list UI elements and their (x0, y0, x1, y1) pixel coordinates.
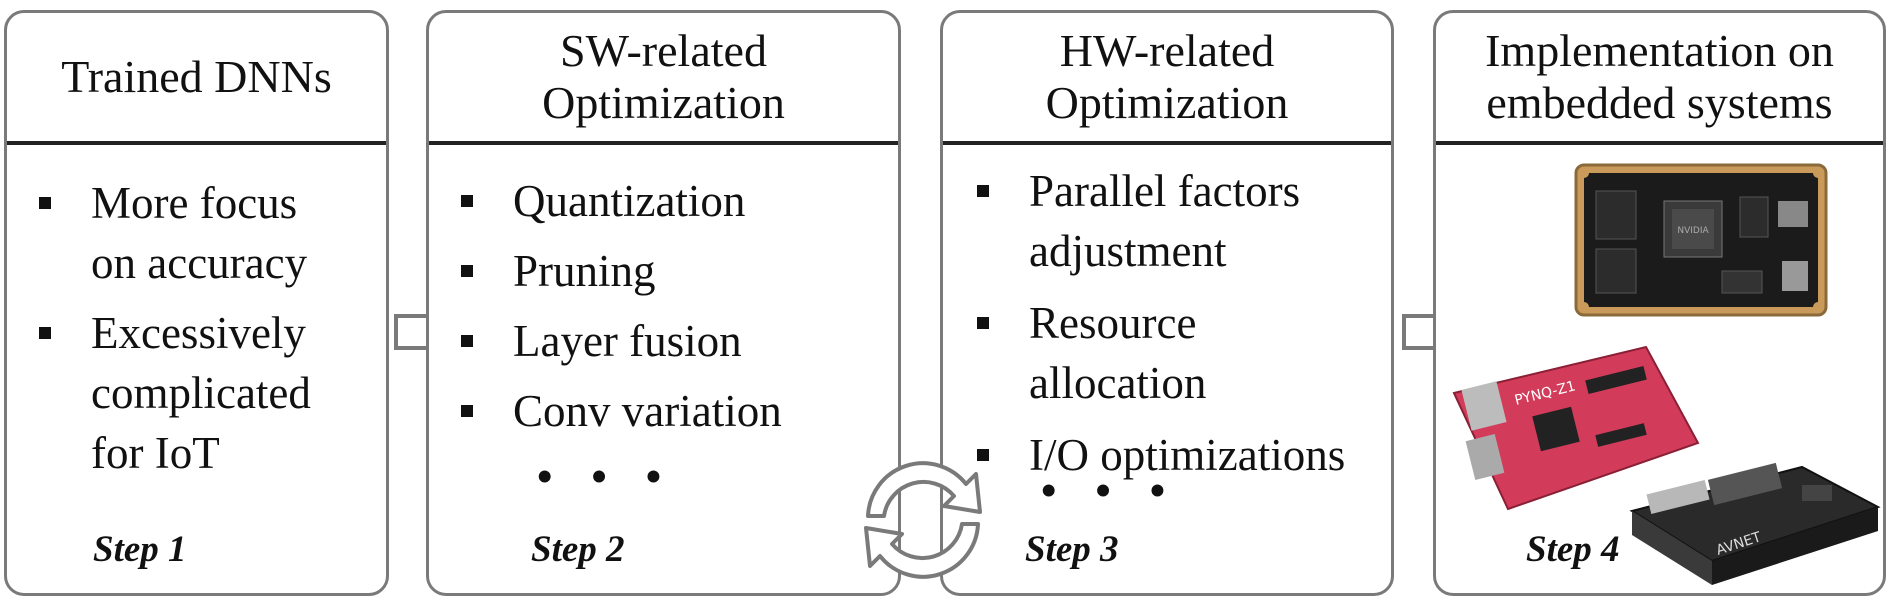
step3-title: HW-related Optimization (1045, 25, 1289, 128)
step2-item: Pruning (457, 241, 890, 301)
step3-list: Parallel factors adjustment Resource all… (973, 161, 1383, 497)
step3-item: I/O optimizations (973, 425, 1383, 485)
step3-item: Resource allocation (973, 293, 1383, 413)
step1-item: Excessively complicated for IoT (35, 303, 378, 483)
step4-label: Step 4 (1526, 529, 1620, 570)
step3-ellipsis: • • • (1041, 466, 1180, 515)
step2-title: SW-related Optimization (542, 25, 785, 128)
jetson-board-image: NVIDIA (1574, 163, 1828, 317)
svg-text:NVIDIA: NVIDIA (1677, 226, 1709, 236)
step3-label: Step 3 (1025, 529, 1119, 570)
step4-title: Implementation on embedded systems (1485, 25, 1834, 128)
step2-item: Conv variation (457, 381, 890, 441)
step4-header: Implementation on embedded systems (1436, 13, 1883, 145)
step4-panel: Implementation on embedded systems NVIDI… (1433, 10, 1886, 596)
step2-list: Quantization Pruning Layer fusion Conv v… (457, 171, 890, 451)
step1-list: More focus on accuracy Excessively compl… (35, 173, 378, 493)
step1-label: Step 1 (93, 529, 187, 570)
step1-header: Trained DNNs (7, 13, 386, 145)
step2-item: Quantization (457, 171, 890, 231)
cycle-arrows-icon (864, 461, 982, 579)
step1-item: More focus on accuracy (35, 173, 378, 293)
step1-title: Trained DNNs (61, 51, 332, 103)
step3-panel: HW-related Optimization Parallel factors… (940, 10, 1394, 596)
step2-ellipsis: • • • (537, 452, 676, 501)
step2-header: SW-related Optimization (429, 13, 898, 145)
step3-item: Parallel factors adjustment (973, 161, 1383, 281)
step2-item: Layer fusion (457, 311, 890, 371)
step3-header: HW-related Optimization (943, 13, 1391, 145)
step1-panel: Trained DNNs More focus on accuracy Exce… (4, 10, 389, 596)
avnet-board-image: AVNET (1629, 462, 1881, 585)
step2-panel: SW-related Optimization Quantization Pru… (426, 10, 901, 596)
step2-label: Step 2 (531, 529, 625, 570)
pynq-board-image: PYNQ-Z1 (1452, 345, 1700, 511)
